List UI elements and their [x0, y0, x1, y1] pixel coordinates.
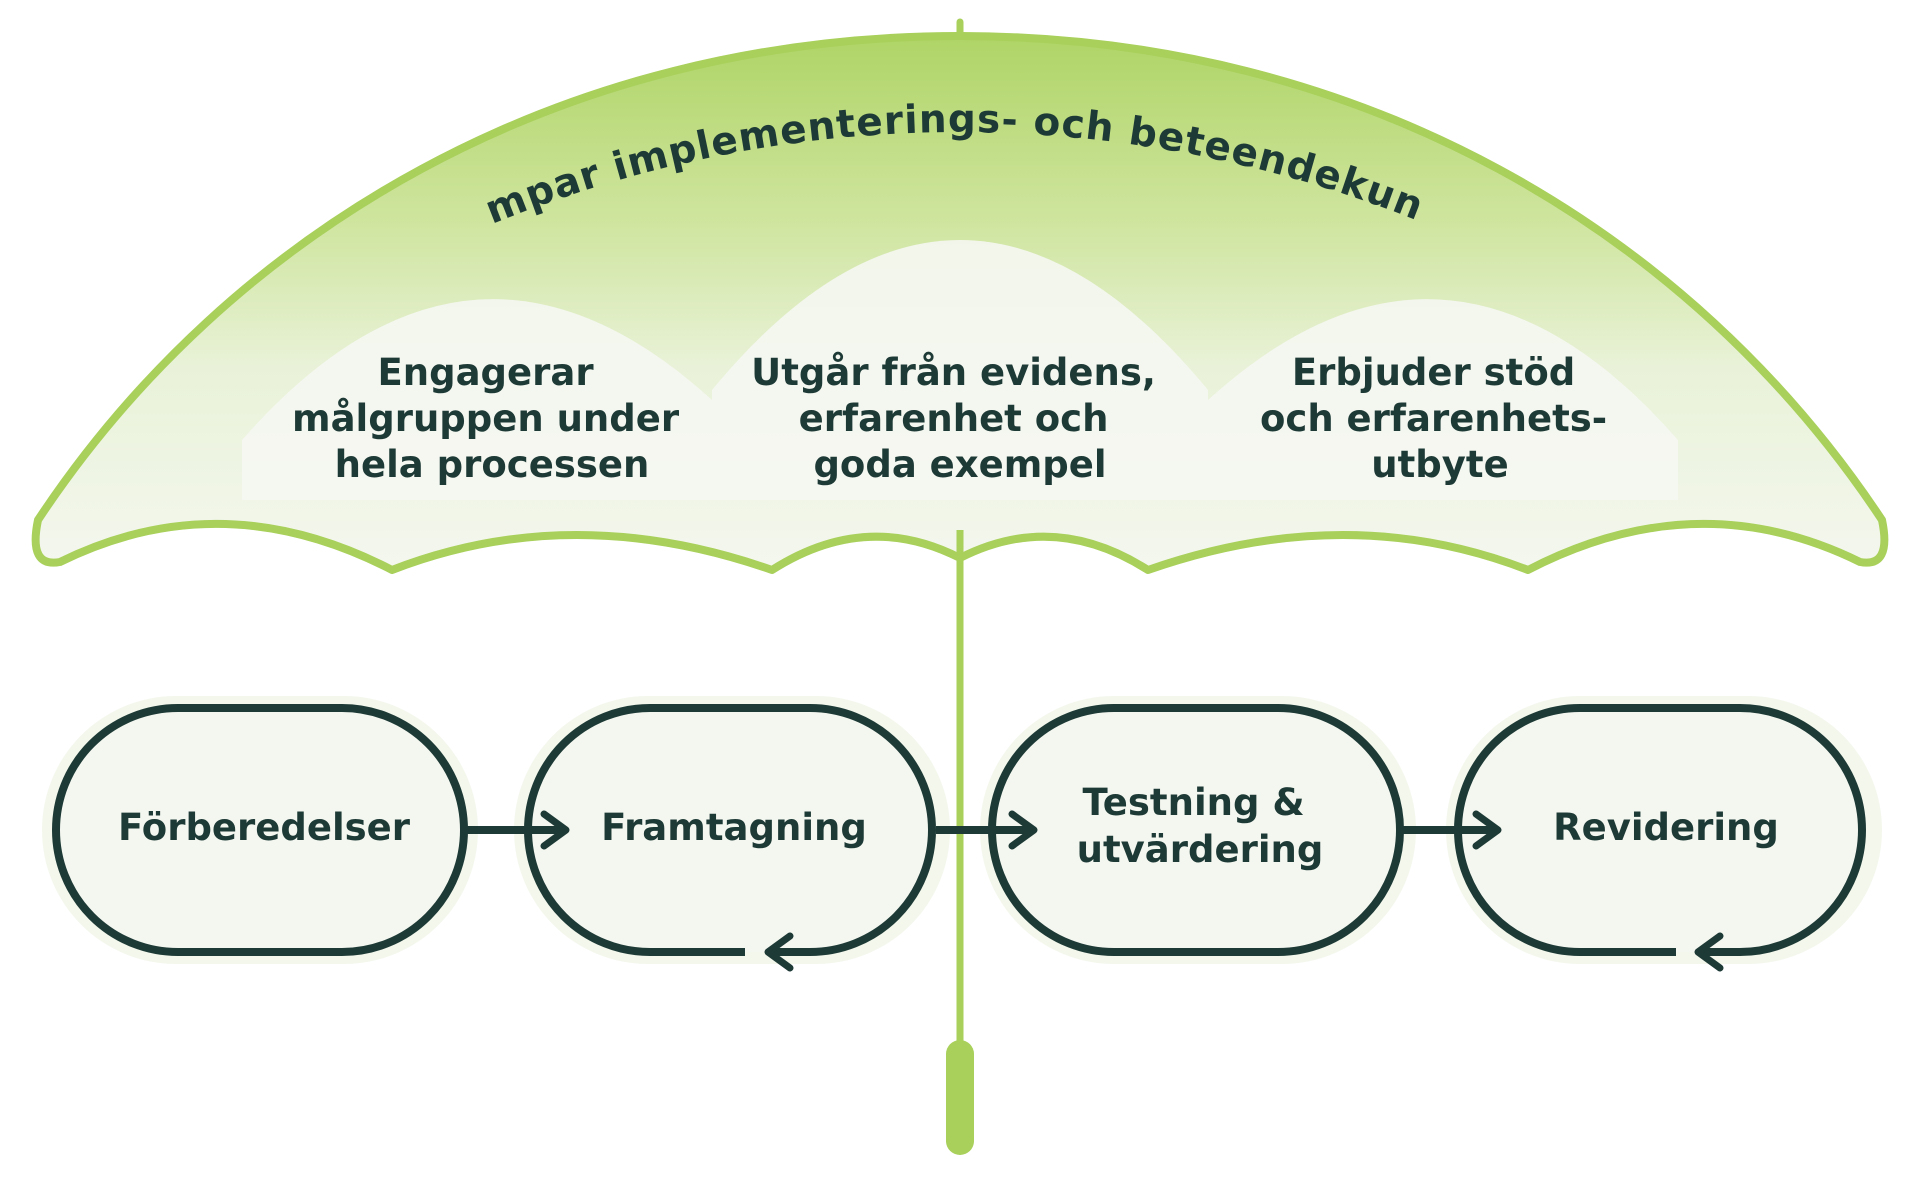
- stage-revidering-label: Revidering: [1553, 806, 1779, 849]
- canopy-bubbles: [242, 240, 1678, 500]
- stage-testning-utvardering-label: Testning & utvärdering: [1077, 781, 1324, 871]
- stage-framtagning-label: Framtagning: [601, 806, 867, 849]
- stage-forberedelser-label: Förberedelser: [118, 806, 411, 849]
- stage-framtagning: [524, 704, 936, 956]
- stage-revidering: [1454, 704, 1866, 956]
- principle-support: Erbjuder stöd och erfarenhets- utbyte: [1260, 351, 1620, 486]
- umbrella-handle: [946, 1040, 974, 1155]
- principle-evidence: Utgår från evidens, erfarenhet och goda …: [751, 351, 1169, 486]
- principle-engagement: Engagerar målgruppen under hela processe…: [292, 351, 692, 486]
